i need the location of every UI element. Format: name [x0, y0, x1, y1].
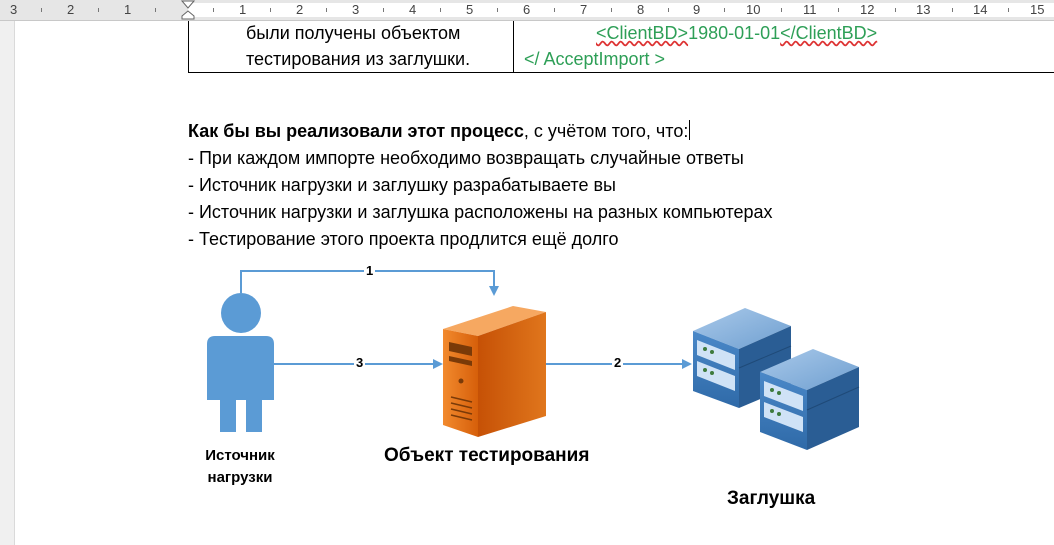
ruler-tick — [724, 8, 725, 12]
question-heading[interactable]: Как бы вы реализовали этот процесс, с уч… — [188, 118, 691, 145]
table-cell-text: тестирования из заглушки. — [246, 49, 471, 69]
load-source-label-line1: Источник — [205, 447, 275, 464]
ruler-tick — [895, 8, 896, 12]
ruler-label: 13 — [916, 2, 931, 17]
ruler-label: 15 — [1030, 2, 1045, 17]
ruler-label: 9 — [693, 2, 701, 17]
xml-close-accept: </ AcceptImport > — [524, 49, 666, 69]
list-item[interactable]: - Источник нагрузки и заглушка расположе… — [188, 202, 773, 222]
question-bold: Как бы вы реализовали этот процесс — [188, 121, 524, 141]
ruler-tick — [611, 8, 612, 12]
ruler-label: 10 — [746, 2, 761, 17]
test-object-label: Объект тестирования — [384, 445, 590, 466]
ruler-tick — [41, 8, 42, 12]
ruler-tick — [497, 8, 498, 12]
ruler-tick — [98, 8, 99, 12]
ruler-label: 11 — [803, 2, 817, 17]
xml-value: 1980-01-01 — [688, 23, 781, 43]
xml-close-tag: </ClientBD> — [780, 23, 878, 43]
ruler-tick — [1008, 8, 1009, 12]
text-cursor — [689, 120, 691, 140]
table-cell-text: были получены объектом — [246, 23, 461, 43]
table-border-mid — [513, 21, 514, 73]
list-item[interactable]: - При каждом импорте необходимо возвраща… — [188, 148, 744, 168]
ruler-label: 7 — [580, 2, 588, 17]
horizontal-ruler[interactable]: 3 2 1 1 2 3 4 5 6 7 8 9 10 11 12 13 14 1… — [0, 0, 1054, 21]
ruler-label: 3 — [352, 2, 360, 17]
ruler-tick — [383, 8, 384, 12]
person-icon — [207, 293, 274, 432]
ruler-label: 8 — [637, 2, 645, 17]
ruler-tick — [838, 8, 839, 12]
arrow-3-label: 3 — [354, 355, 366, 370]
stub-label: Заглушка — [727, 488, 816, 509]
arrow-2-label: 2 — [612, 355, 624, 370]
ruler-label: 14 — [973, 2, 988, 17]
ruler-text-area — [188, 3, 1054, 17]
indent-marker-icon[interactable] — [181, 0, 195, 20]
xml-open-tag: <ClientBD> — [596, 23, 689, 43]
ruler-tick — [213, 8, 214, 12]
ruler-tick — [668, 8, 669, 12]
server-rack-icon — [693, 308, 860, 450]
list-item[interactable]: - Тестирование этого проекта продлится е… — [188, 229, 619, 249]
ruler-label: 4 — [409, 2, 417, 17]
xml-close-line: </ AcceptImport > — [524, 46, 665, 72]
server-tower-icon — [443, 306, 546, 437]
list-item[interactable]: - Источник нагрузки и заглушку разрабаты… — [188, 175, 616, 195]
xml-line: <ClientBD>1980-01-01</ClientBD> — [596, 20, 877, 46]
ruler-tick — [440, 8, 441, 12]
ruler-label: 1 — [124, 2, 132, 17]
ruler-label: 12 — [860, 2, 875, 17]
table-border-bottom — [188, 72, 1054, 73]
ruler-tick — [270, 8, 271, 12]
question-rest: , с учётом того, что: — [523, 121, 689, 141]
ruler-label: 1 — [239, 2, 247, 17]
arrow-1-label: 1 — [364, 263, 376, 278]
ruler-label: 6 — [523, 2, 531, 17]
ruler-tick — [781, 8, 782, 12]
ruler-tick — [155, 8, 156, 12]
ruler-label: 5 — [466, 2, 474, 17]
vertical-ruler — [0, 21, 15, 545]
ruler-label: 3 — [10, 2, 18, 17]
ruler-label: 2 — [296, 2, 304, 17]
load-source-label-line2: нагрузки — [207, 469, 273, 486]
load-source-label: Источник нагрузки — [190, 445, 290, 489]
table-border-left — [188, 21, 189, 73]
ruler-tick — [952, 8, 953, 12]
ruler-label: 2 — [67, 2, 75, 17]
ruler-tick — [326, 8, 327, 12]
ruler-tick — [554, 8, 555, 12]
